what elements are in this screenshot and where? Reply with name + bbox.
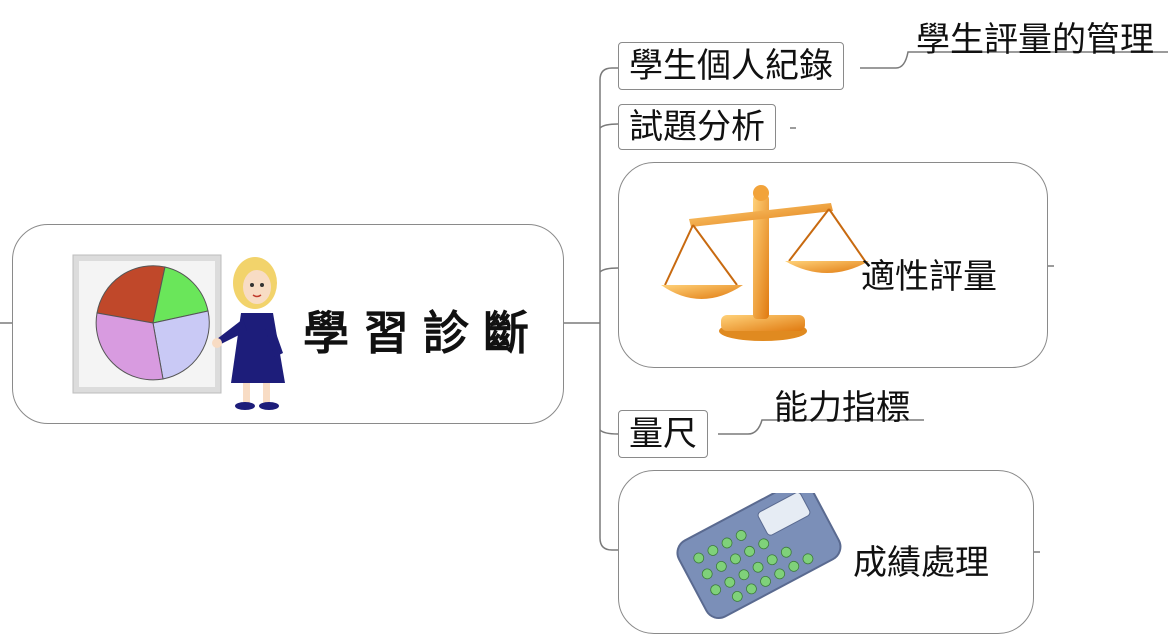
balance-scale-icon — [659, 181, 869, 343]
branch-student-records[interactable]: 學生個人紀錄 — [618, 42, 844, 90]
child-ability-indicators[interactable]: 能力指標 — [774, 388, 910, 428]
branch-grade-processing-label: 成績處理 — [853, 543, 989, 583]
branch-adaptive-assessment-label: 適性評量 — [861, 257, 997, 297]
branch-scale-label: 量尺 — [629, 414, 697, 454]
child-student-assessment-management[interactable]: 學生評量的管理 — [916, 20, 1154, 60]
branch-grade-processing[interactable]: 成績處理 — [618, 470, 1034, 634]
branch-item-analysis[interactable]: 試題分析 — [618, 104, 776, 150]
central-topic-title: 學習診斷 — [303, 306, 543, 360]
branch-student-records-label: 學生個人紀錄 — [629, 46, 833, 86]
presenter-pie-chart-icon — [67, 243, 297, 411]
calculator-icon — [657, 480, 847, 623]
branch-scale[interactable]: 量尺 — [618, 410, 708, 458]
central-topic-node[interactable]: 學習診斷 — [12, 224, 564, 424]
branch-item-analysis-label: 試題分析 — [629, 107, 765, 147]
branch-adaptive-assessment[interactable]: 適性評量 — [618, 162, 1048, 368]
